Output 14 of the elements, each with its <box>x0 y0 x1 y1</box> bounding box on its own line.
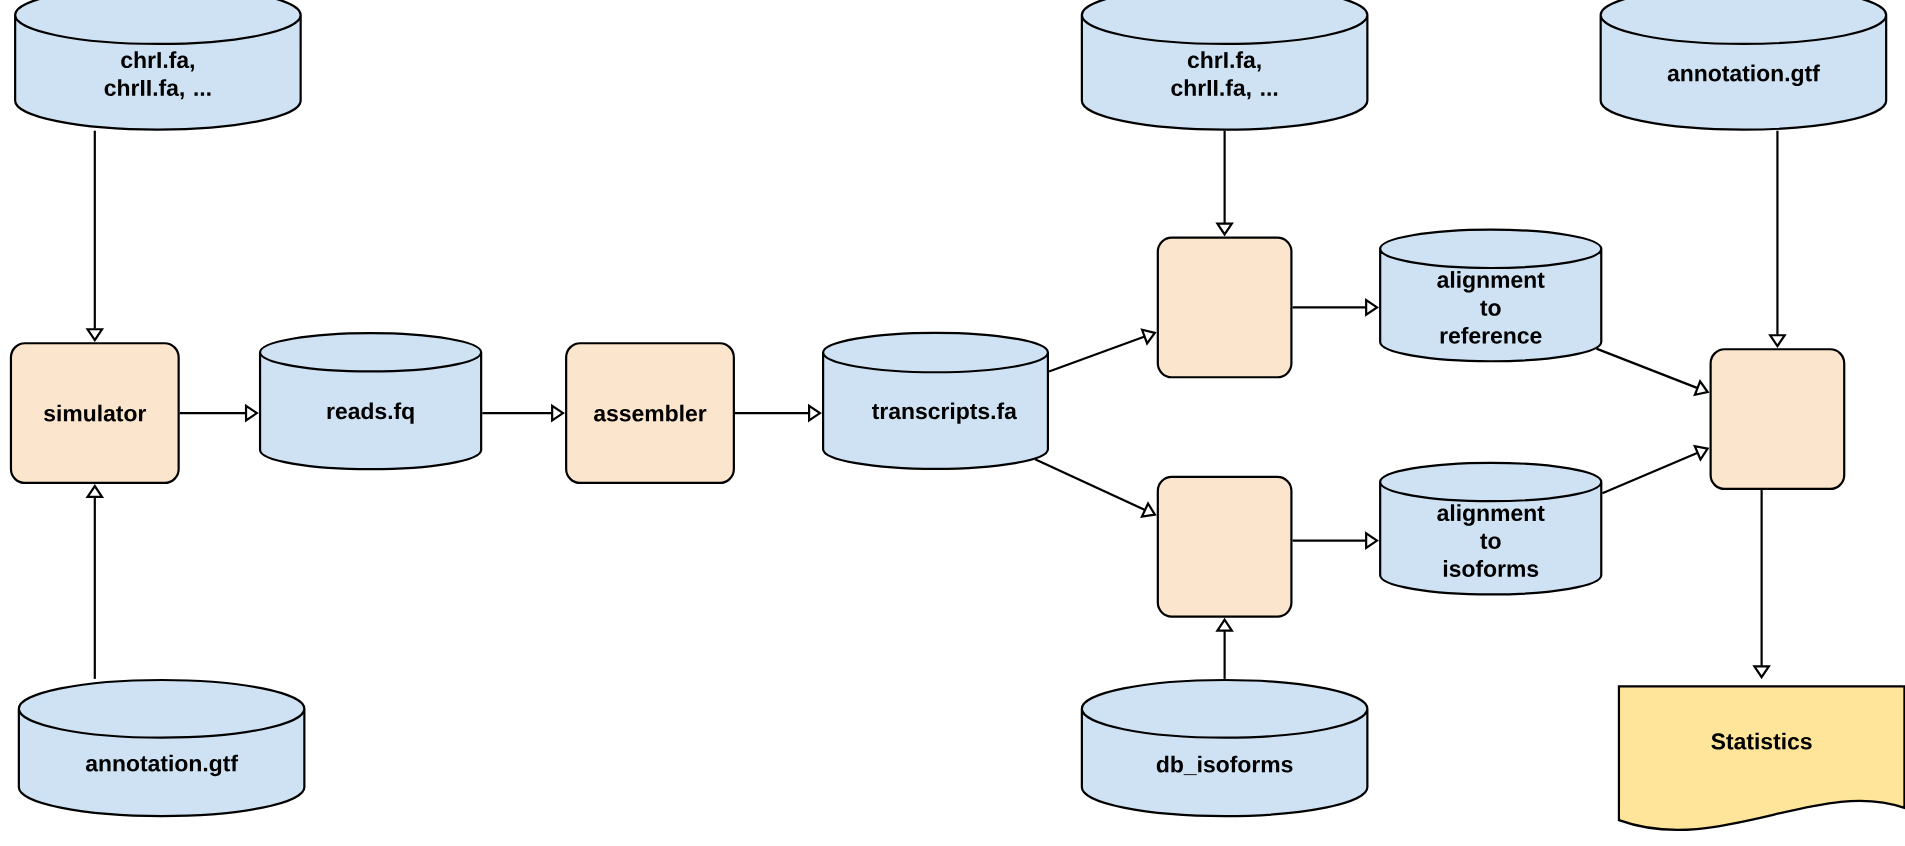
database-cylinder: alignment to isoforms <box>1379 461 1603 596</box>
process-box <box>1709 348 1846 491</box>
database-cylinder: annotation.gtf <box>1599 0 1888 131</box>
process-box <box>1156 236 1293 379</box>
process-box: assembler <box>565 342 735 485</box>
database-cylinder: annotation.gtf <box>17 678 306 818</box>
database-cylinder: reads.fq <box>258 332 483 471</box>
database-cylinder: chrI.fa, chrII.fa, ... <box>14 0 302 131</box>
database-cylinder: db_isoforms <box>1080 678 1369 818</box>
database-cylinder: chrI.fa, chrII.fa, ... <box>1080 0 1369 131</box>
process-box: simulator <box>9 342 180 485</box>
database-cylinder: transcripts.fa <box>822 331 1049 470</box>
process-box <box>1156 475 1293 618</box>
database-cylinder: alignment to reference <box>1379 228 1603 363</box>
